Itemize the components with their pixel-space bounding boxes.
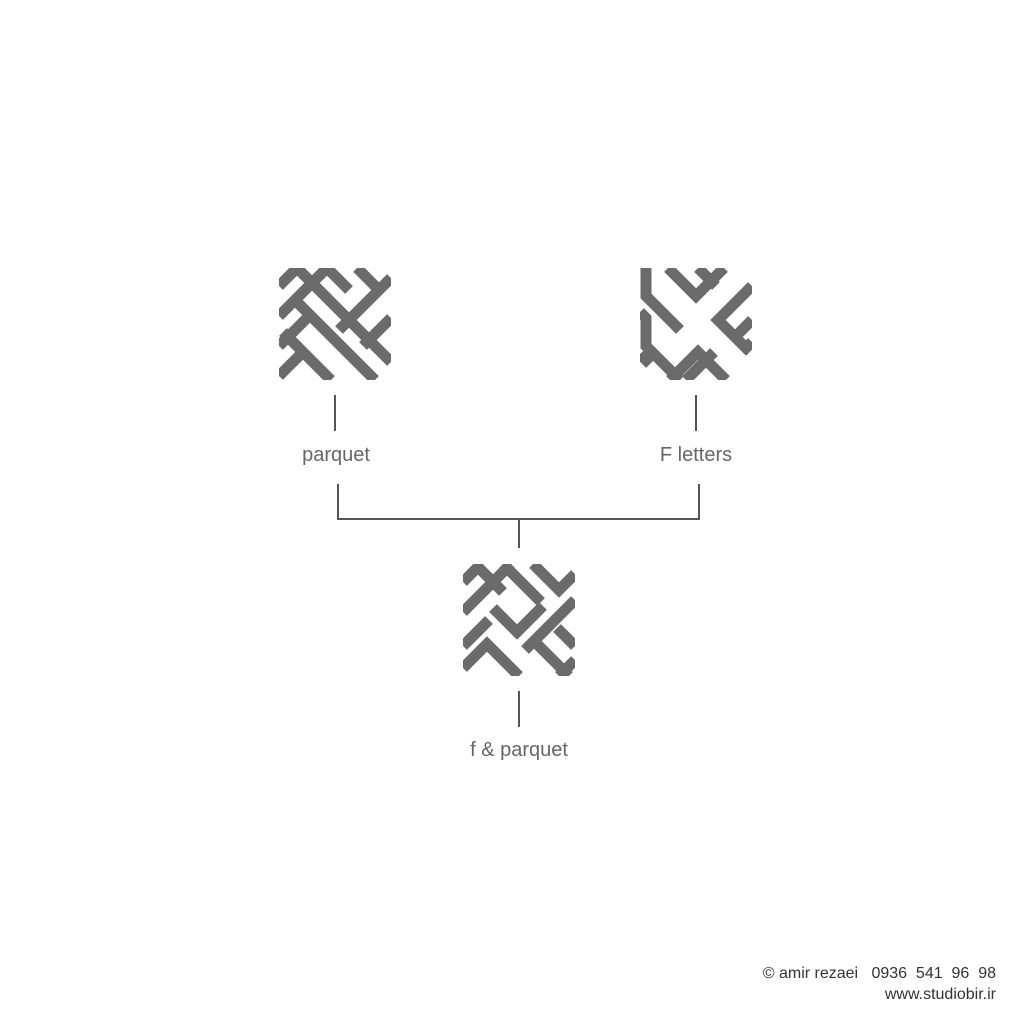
parquet-pattern-icon bbox=[279, 268, 391, 380]
node-label-f-letters: F letters bbox=[659, 444, 733, 466]
edge-merge-down bbox=[518, 518, 520, 548]
connector-tick bbox=[695, 395, 697, 431]
node-label-f-and-parquet: f & parquet bbox=[470, 739, 568, 761]
footer-credit: © amir rezaei 0936 541 96 98 bbox=[762, 965, 996, 982]
footer-website[interactable]: www.studiobir.ir bbox=[884, 986, 996, 1003]
connector-tick bbox=[334, 395, 336, 431]
edge-parquet-down bbox=[337, 484, 339, 520]
edge-f-letters-down bbox=[698, 484, 700, 520]
connector-tick bbox=[518, 691, 520, 727]
node-label-parquet: parquet bbox=[302, 444, 370, 466]
f-letters-pattern-icon bbox=[640, 268, 752, 380]
f-parquet-pattern-icon bbox=[463, 564, 575, 676]
